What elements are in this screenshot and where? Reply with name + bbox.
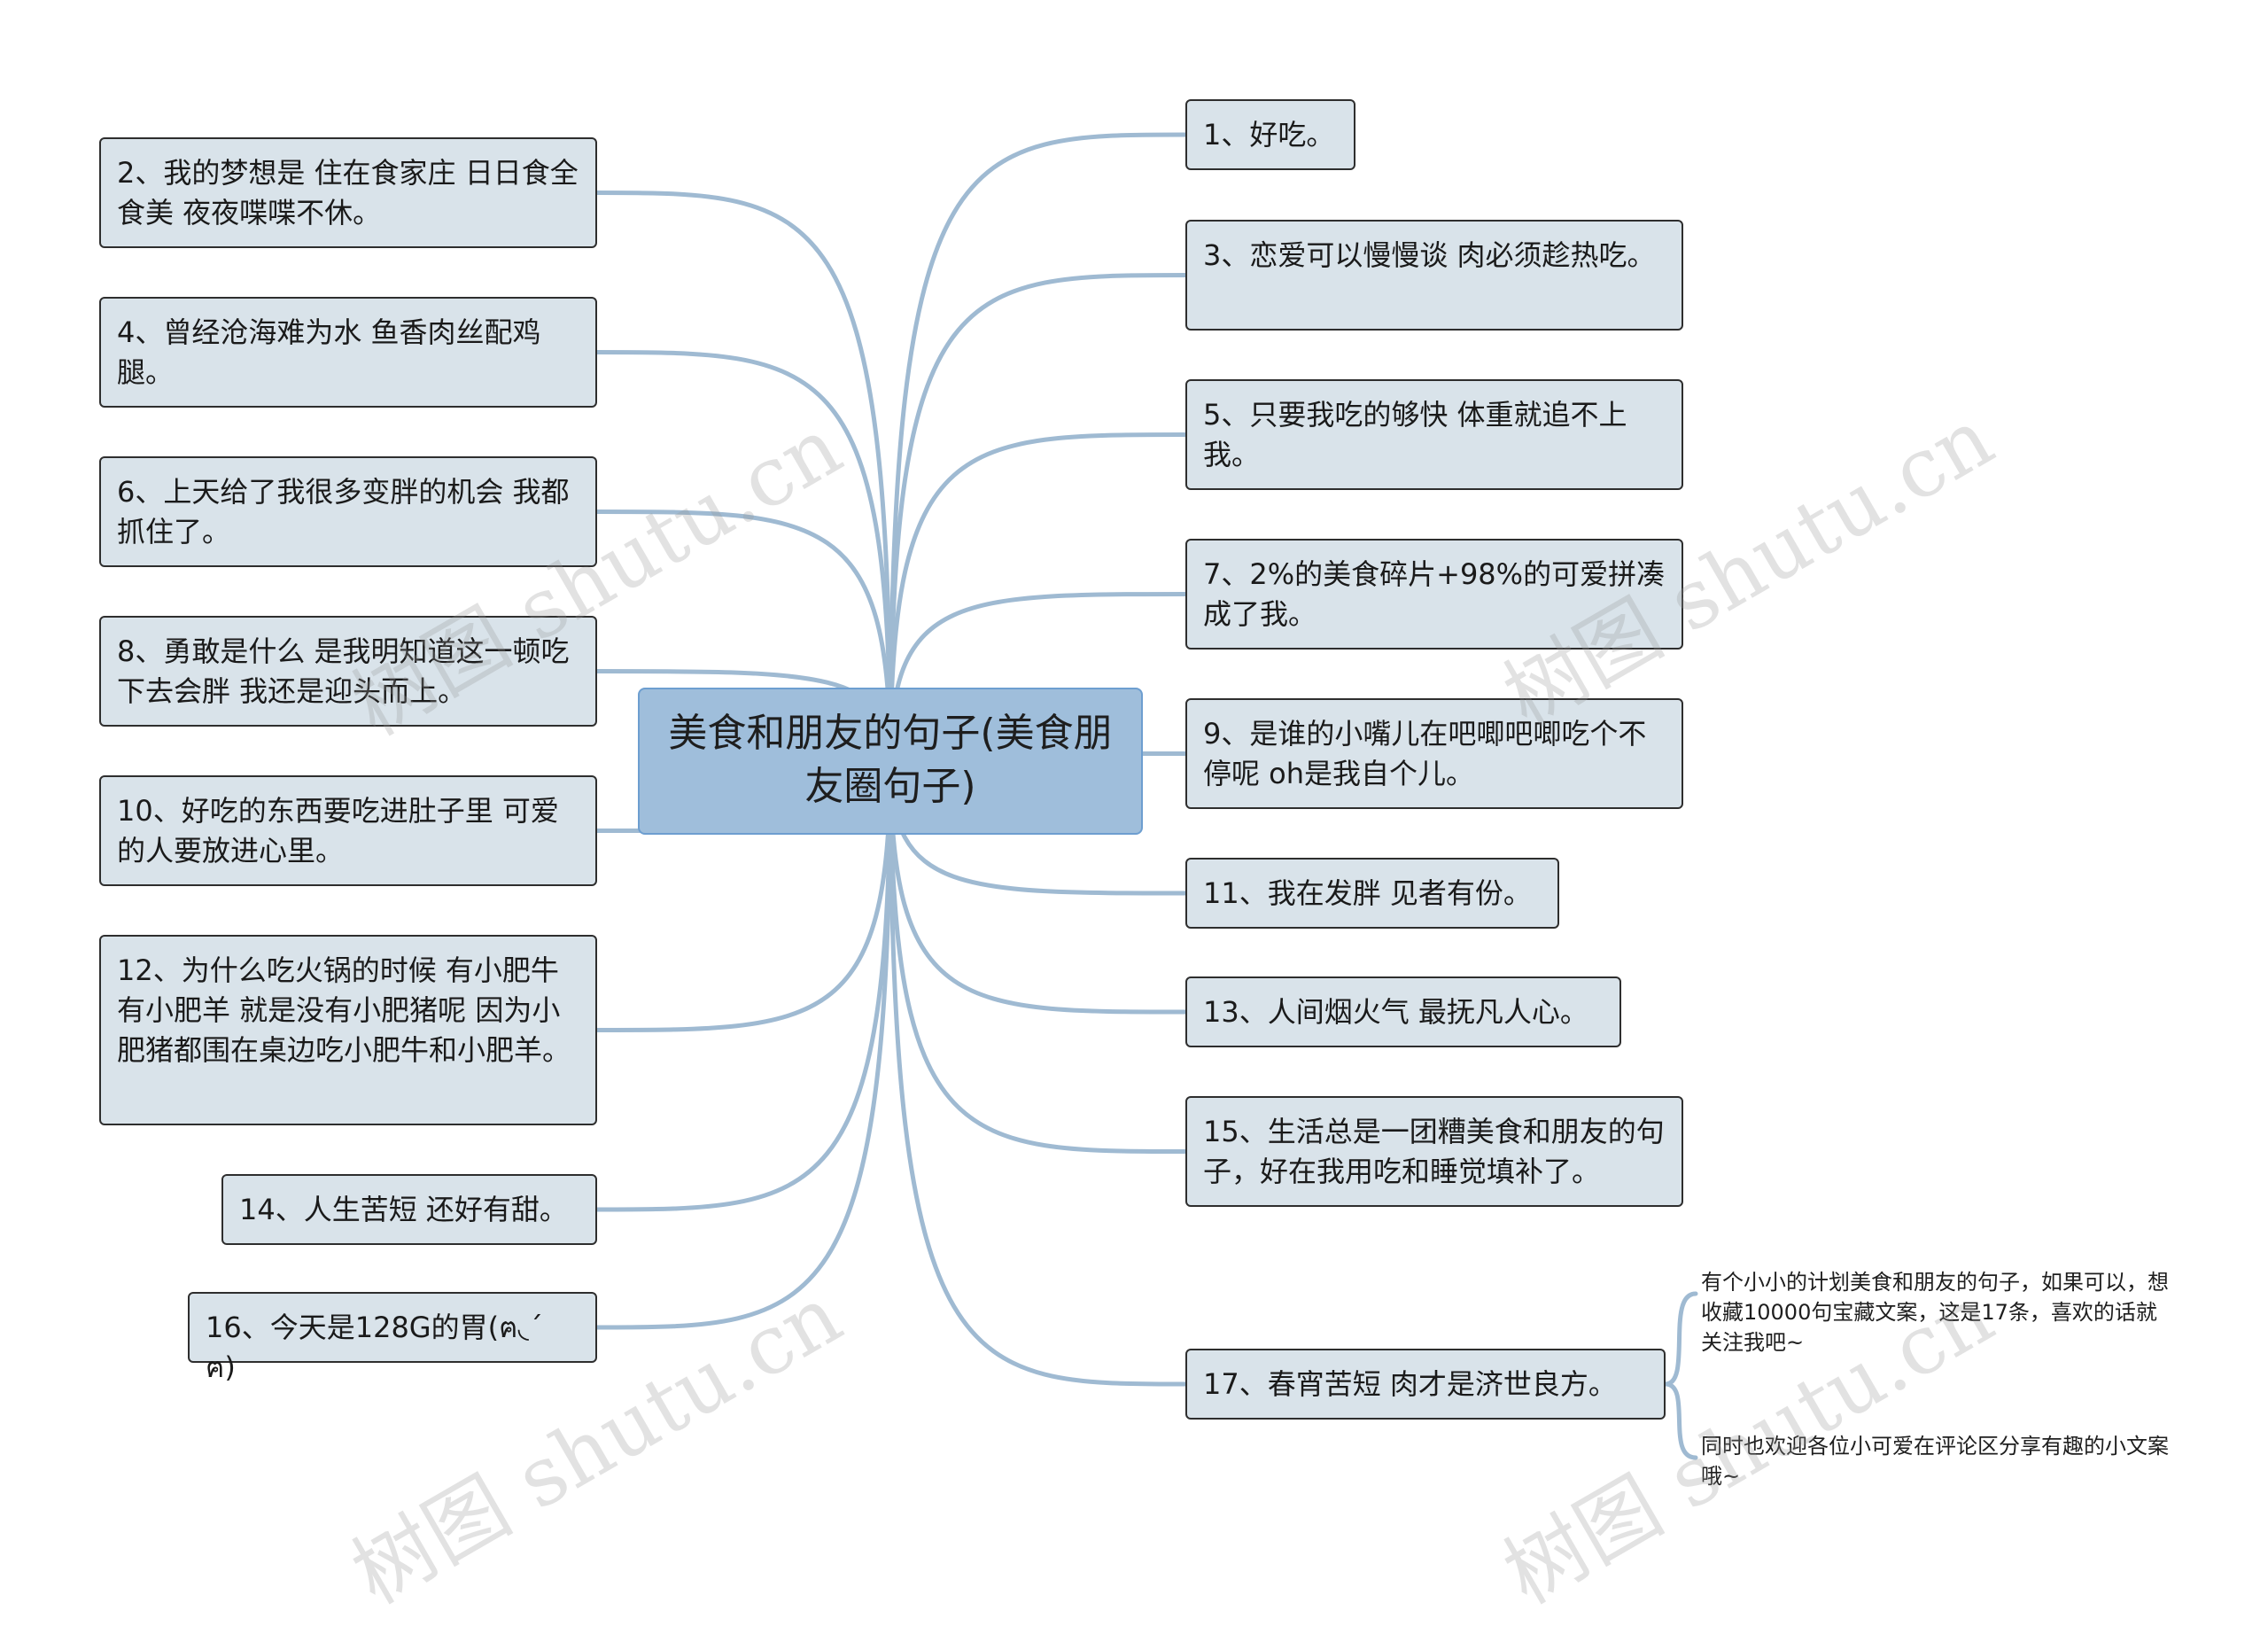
edge-left-node-12 <box>594 759 893 1032</box>
edge-left-node-4 <box>594 350 893 764</box>
left-node-16[interactable]: 16、今天是128G的胃(ฅ◟ˊ ฅ) <box>188 1292 597 1384</box>
edge-left-node-6 <box>594 510 893 764</box>
left-node-12[interactable]: 12、为什么吃火锅的时候 有小肥牛有小肥羊 就是没有小肥猪呢 因为小肥猪都围在桌… <box>99 935 597 1125</box>
note-plan: 有个小小的计划美食和朋友的句子，如果可以，想收藏10000句宝藏文案，这是17条… <box>1701 1270 2169 1355</box>
left-node-8[interactable]: 8、勇敢是什么 是我明知道这一顿吃下去会胖 我还是迎头而上。 <box>99 616 597 727</box>
edge-right-node-15 <box>888 759 1188 1154</box>
edge-note-invite <box>1663 1381 1698 1460</box>
right-node-1[interactable]: 1、好吃。 <box>1185 99 1355 170</box>
note-invite: 同时也欢迎各位小可爱在评论区分享有趣的小文案哦~ <box>1701 1434 2169 1489</box>
right-node-15[interactable]: 15、生活总是一团糟美食和朋友的句子，好在我用吃和睡觉填补了。 <box>1185 1096 1683 1207</box>
edge-right-node-13 <box>888 759 1188 1015</box>
edge-left-node-2 <box>594 191 893 764</box>
edge-right-node-5 <box>888 432 1188 764</box>
left-node-10[interactable]: 10、好吃的东西要吃进肚子里 可爱的人要放进心里。 <box>99 775 597 886</box>
left-node-14[interactable]: 14、人生苦短 还好有甜。 <box>221 1174 597 1245</box>
edge-right-node-17 <box>888 759 1188 1387</box>
right-node-5[interactable]: 5、只要我吃的够快 体重就追不上我。 <box>1185 379 1683 490</box>
edge-left-node-16 <box>594 759 893 1330</box>
edge-right-node-1 <box>888 132 1188 764</box>
right-node-9[interactable]: 9、是谁的小嘴儿在吧唧吧唧吃个不停呢 oh是我自个儿。 <box>1185 698 1683 809</box>
right-node-3[interactable]: 3、恋爱可以慢慢谈 肉必须趁热吃。 <box>1185 220 1683 331</box>
edge-note-plan <box>1663 1291 1698 1387</box>
right-node-11[interactable]: 11、我在发胖 见者有份。 <box>1185 858 1559 929</box>
edge-right-node-3 <box>888 273 1188 764</box>
left-node-4[interactable]: 4、曾经沧海难为水 鱼香肉丝配鸡腿。 <box>99 297 597 408</box>
right-node-7[interactable]: 7、2%的美食碎片+98%的可爱拼凑成了我。 <box>1185 539 1683 650</box>
left-node-6[interactable]: 6、上天给了我很多变胖的机会 我都抓住了。 <box>99 456 597 567</box>
central-topic[interactable]: 美食和朋友的句子(美食朋友圈句子) <box>638 688 1143 835</box>
left-node-2[interactable]: 2、我的梦想是 住在食家庄 日日食全食美 夜夜喋喋不休。 <box>99 137 597 248</box>
right-node-17[interactable]: 17、春宵苦短 肉才是济世良方。 <box>1185 1349 1666 1420</box>
right-node-13[interactable]: 13、人间烟火气 最抚凡人心。 <box>1185 976 1621 1047</box>
